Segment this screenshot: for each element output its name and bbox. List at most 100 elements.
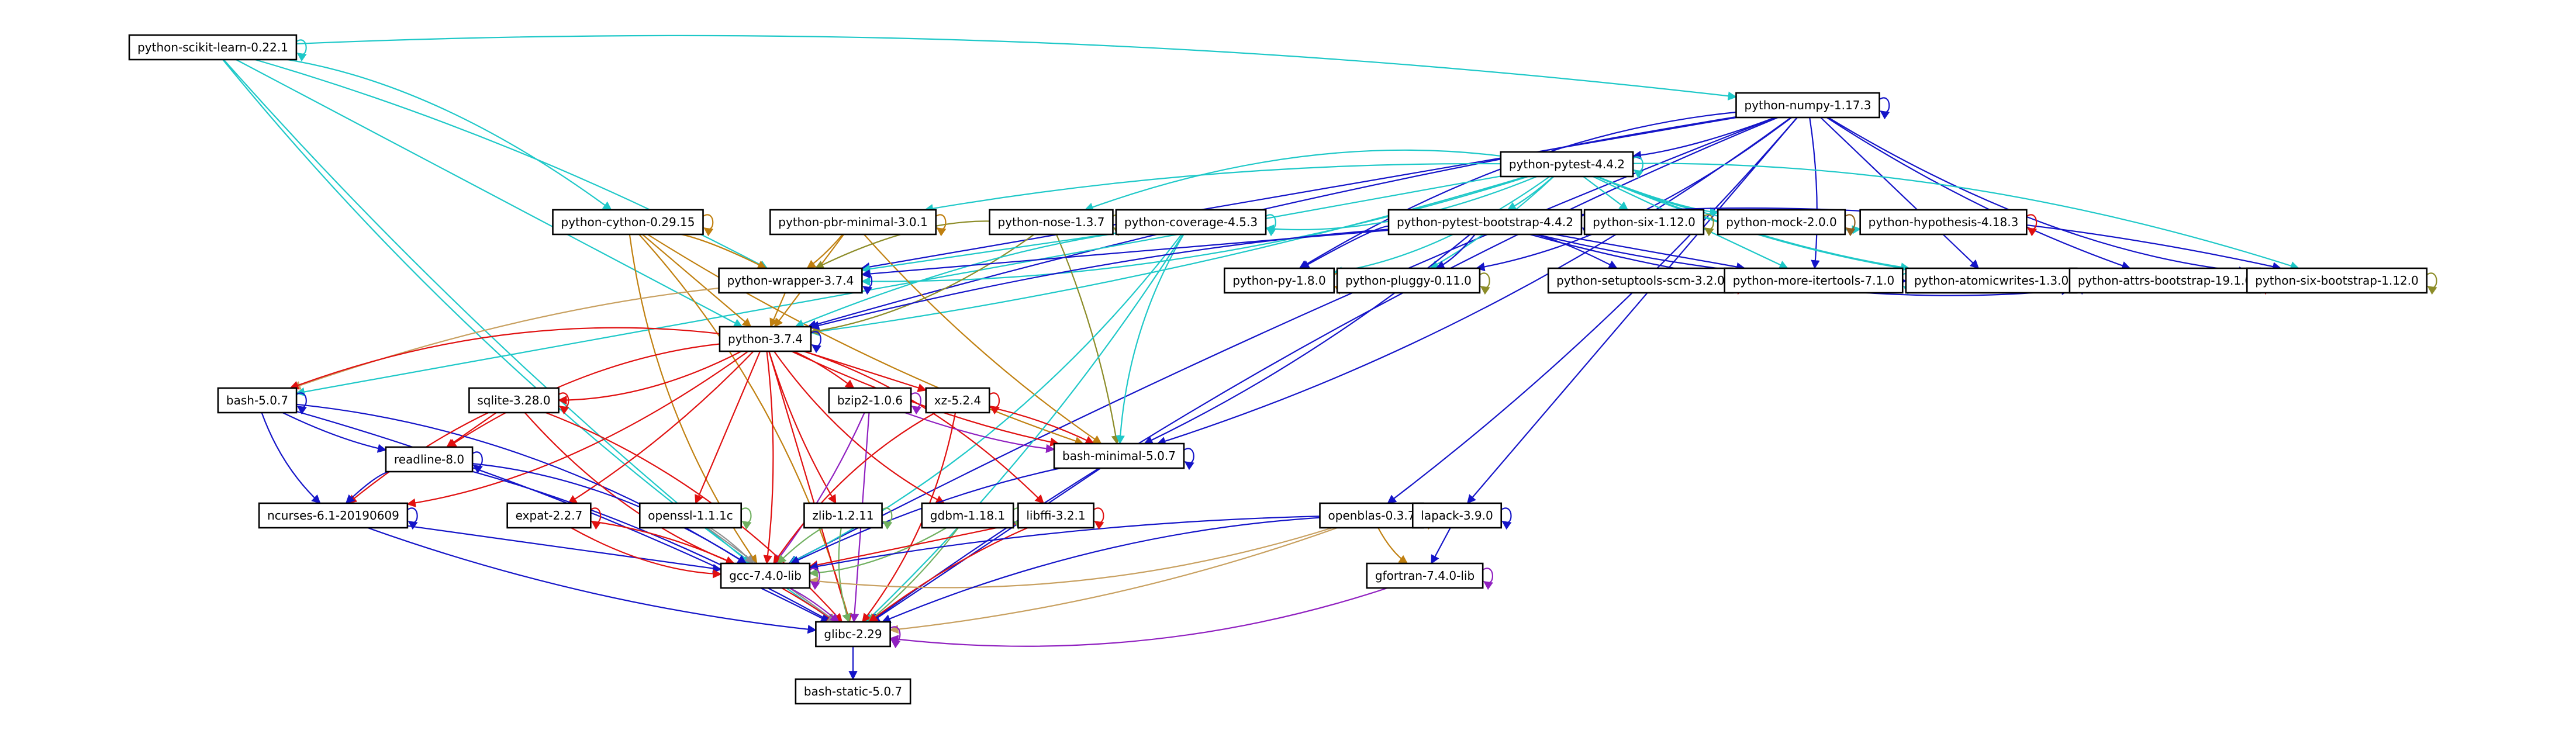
edge-bashmin-to-glibc [871, 468, 1101, 622]
node-openssl[interactable]: openssl-1.1.1c [638, 502, 743, 529]
edge-python-to-bzip2 [793, 350, 855, 389]
edge-gdbm-to-gcc [809, 527, 947, 577]
node-python-setuptools-scm[interactable]: python-setuptools-scm-3.2.0 [1547, 267, 1734, 294]
node-label: lapack-3.9.0 [1421, 508, 1493, 523]
node-lapack[interactable]: lapack-3.9.0 [1411, 502, 1503, 529]
node-bash-minimal[interactable]: bash-minimal-5.0.7 [1053, 442, 1185, 469]
node-label: openblas-0.3.7 [1328, 508, 1415, 523]
node-python-pluggy[interactable]: python-pluggy-0.11.0 [1336, 267, 1481, 294]
edge-bash-to-gcc [296, 403, 747, 564]
selfloop-expat [590, 507, 602, 530]
node-label: bash-minimal-5.0.7 [1062, 449, 1176, 463]
edge-cython-to-wrapper [681, 233, 767, 269]
edge-readline-to-glibc [472, 470, 832, 622]
node-label: sqlite-3.28.0 [477, 393, 550, 407]
node-label: python-nose-1.3.7 [998, 215, 1105, 229]
edges-layer [222, 34, 2437, 680]
node-gfortran-lib[interactable]: gfortran-7.4.0-lib [1366, 562, 1484, 589]
node-readline[interactable]: readline-8.0 [385, 446, 474, 473]
edge-numpy-to-pluggy [1475, 117, 1793, 272]
selfloop-numpy [1879, 97, 1890, 120]
selfloop-hypothesis [2026, 214, 2038, 237]
edge-bash-to-readline [282, 412, 387, 453]
node-python-pytest[interactable]: python-pytest-4.4.2 [1500, 151, 1634, 178]
node-label: python-six-1.12.0 [1593, 215, 1696, 229]
node-python-numpy[interactable]: python-numpy-1.17.3 [1735, 92, 1880, 119]
node-python-mock[interactable]: python-mock-2.0.0 [1717, 209, 1846, 236]
node-label: python-attrs-bootstrap-19.1.0 [2078, 274, 2252, 288]
edge-sklearn-to-python [236, 59, 743, 327]
edge-libffi-to-gcc [809, 523, 1018, 569]
edge-pbr-to-bashmin [863, 234, 1102, 444]
node-zlib[interactable]: zlib-1.2.11 [803, 502, 883, 529]
node-bzip2[interactable]: bzip2-1.0.6 [828, 387, 912, 414]
node-python-atomicwrites[interactable]: python-atomicwrites-1.3.0 [1905, 267, 2078, 294]
nodes-layer: python-scikit-learn-0.22.1 python-numpy-… [128, 34, 2428, 705]
edge-ncurses-to-gcc [407, 525, 722, 573]
edge-xz-to-bashmin [989, 406, 1095, 444]
edge-pytest-to-sixboot [1633, 162, 2300, 271]
edge-openssl-to-gcc [710, 527, 754, 565]
edge-python-to-glibc [768, 351, 852, 623]
node-python-hypothesis[interactable]: python-hypothesis-4.18.3 [1859, 209, 2028, 236]
edge-numpy-to-lapack [1466, 117, 1798, 504]
selfloop-libffi [1093, 507, 1104, 530]
node-ncurses[interactable]: ncurses-6.1-20190609 [258, 502, 409, 529]
edge-readline-to-gcc [472, 463, 747, 564]
edge-lapack-to-glibc [881, 514, 1413, 623]
edge-wrapper-to-bash [291, 287, 719, 390]
node-label: python-3.7.4 [728, 332, 803, 346]
selfloop-python [810, 331, 821, 354]
selfloop-pytest [1632, 156, 1643, 179]
selfloop-pluggy [1479, 272, 1490, 295]
node-label: python-pbr-minimal-3.0.1 [778, 215, 927, 229]
node-python-coverage[interactable]: python-coverage-4.5.3 [1115, 209, 1267, 236]
node-python-cython[interactable]: python-cython-0.29.15 [552, 209, 704, 236]
edge-pytest-to-pbr [924, 162, 1501, 213]
node-python-wrapper[interactable]: python-wrapper-3.7.4 [718, 267, 863, 294]
selfloop-pbr [935, 214, 947, 237]
edge-bzip2-to-bashmin [904, 411, 1055, 454]
edge-numpy-to-glibc [869, 116, 1779, 622]
node-label: xz-5.2.4 [934, 393, 981, 407]
node-label: python-mock-2.0.0 [1726, 215, 1837, 229]
node-python-py[interactable]: python-py-1.8.0 [1223, 267, 1335, 294]
node-bash-static[interactable]: bash-static-5.0.7 [795, 678, 911, 705]
node-python-more-itertools[interactable]: python-more-itertools-7.1.0 [1724, 267, 1904, 294]
node-python-six[interactable]: python-six-1.12.0 [1583, 209, 1705, 236]
node-python-six-bootstrap[interactable]: python-six-bootstrap-1.12.0 [2246, 267, 2428, 294]
edge-sklearn-to-cython [287, 58, 612, 210]
edge-coverage-to-glibc [865, 234, 1184, 623]
node-sqlite[interactable]: sqlite-3.28.0 [468, 387, 560, 414]
node-glibc[interactable]: glibc-2.29 [815, 621, 891, 648]
node-label: python-pluggy-0.11.0 [1345, 274, 1472, 288]
edge-pytest-to-wrapper [861, 175, 1529, 286]
edge-numpy-to-python [807, 116, 1736, 329]
node-python-pytest-bootstrap[interactable]: python-pytest-bootstrap-4.4.2 [1387, 209, 1583, 236]
edge-expat-to-glibc [591, 520, 837, 622]
edge-python-to-ncurses [406, 351, 749, 508]
selfloop-gfortran [1482, 568, 1494, 590]
node-python-nose[interactable]: python-nose-1.3.7 [989, 209, 1114, 236]
node-label: python-more-itertools-7.1.0 [1733, 274, 1895, 288]
node-python[interactable]: python-3.7.4 [719, 326, 812, 352]
node-openblas[interactable]: openblas-0.3.7 [1319, 502, 1424, 529]
node-label: python-setuptools-scm-3.2.0 [1556, 274, 1725, 288]
node-gdbm[interactable]: gdbm-1.18.1 [921, 502, 1014, 529]
edge-readline-to-ncurses [345, 470, 389, 504]
node-python-scikit-learn[interactable]: python-scikit-learn-0.22.1 [128, 34, 298, 61]
edge-numpy-to-wrapper [861, 116, 1737, 272]
node-libffi[interactable]: libffi-3.2.1 [1017, 502, 1094, 529]
node-xz[interactable]: xz-5.2.4 [925, 387, 990, 414]
selfloop-bashmin [1183, 448, 1194, 470]
edge-cython-to-python [641, 234, 752, 327]
edge-numpy-to-atomicwrites [1820, 117, 1980, 269]
edge-expat-to-gcc [571, 527, 722, 579]
node-gcc-lib[interactable]: gcc-7.4.0-lib [720, 562, 811, 589]
node-bash[interactable]: bash-5.0.7 [217, 387, 298, 414]
node-python-attrs-bootstrap[interactable]: python-attrs-bootstrap-19.1.0 [2069, 267, 2261, 294]
node-expat[interactable]: expat-2.2.7 [506, 502, 592, 529]
selfloop-sixboot [2426, 272, 2437, 295]
node-python-pbr-minimal[interactable]: python-pbr-minimal-3.0.1 [769, 209, 937, 236]
